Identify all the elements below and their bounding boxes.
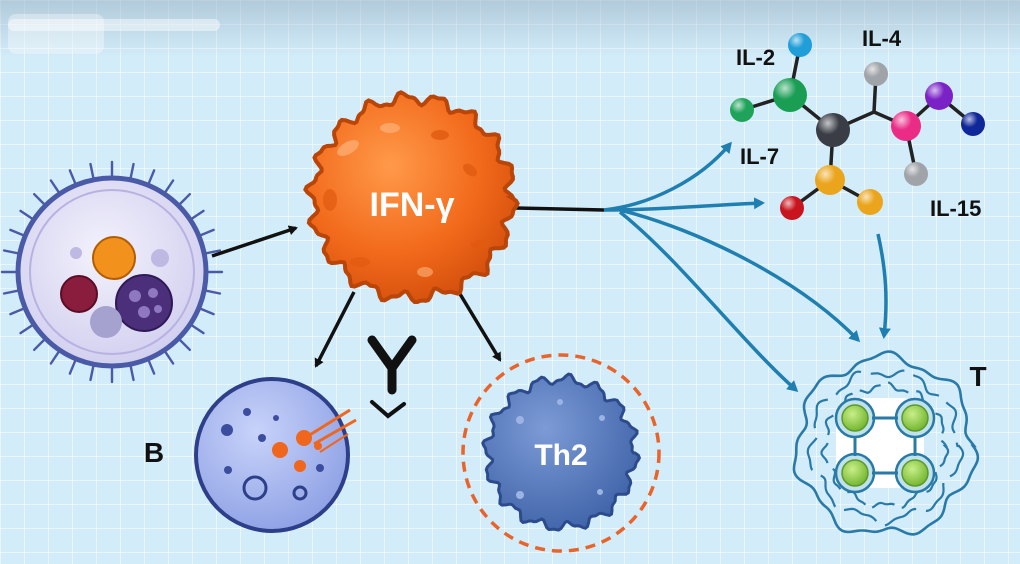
antibody-icon bbox=[367, 335, 417, 419]
t-cell-label: T bbox=[969, 361, 986, 392]
apc-spike bbox=[129, 363, 135, 382]
apc-spike bbox=[188, 209, 205, 222]
apc-spike bbox=[197, 228, 215, 238]
b-cell-label: B bbox=[144, 437, 164, 468]
arrow-molecule-to-t-cell bbox=[876, 233, 891, 339]
apc-spike bbox=[68, 169, 78, 187]
apc-spike bbox=[146, 169, 156, 187]
black-arrows bbox=[211, 206, 605, 368]
cytokine-molecule-icon bbox=[730, 33, 985, 220]
t-cell-nuclei bbox=[834, 397, 936, 494]
arrow-ifn-to-b bbox=[314, 291, 356, 368]
apc-spike bbox=[89, 363, 95, 382]
apc-spike bbox=[188, 323, 205, 335]
b-cell bbox=[194, 377, 357, 533]
apc-spike bbox=[49, 179, 61, 196]
il2-label: IL-2 bbox=[736, 45, 775, 70]
apc-spike bbox=[49, 349, 61, 365]
apc-spike bbox=[129, 162, 135, 182]
ifn-gamma-cell: IFN-γ bbox=[303, 90, 520, 304]
apc-spike bbox=[9, 306, 27, 316]
apc-spike bbox=[177, 337, 192, 351]
th2-label: Th2 bbox=[534, 439, 587, 472]
apc-spike bbox=[177, 192, 192, 207]
apc-spike bbox=[19, 209, 35, 222]
th2-cell: Th2 bbox=[461, 353, 661, 553]
top-blur-band bbox=[0, 0, 1020, 58]
arrow-to-il7 bbox=[603, 141, 732, 212]
il4-label: IL-4 bbox=[862, 26, 902, 51]
apc-spike bbox=[9, 228, 27, 238]
apc-spike bbox=[202, 249, 222, 255]
apc-spike bbox=[146, 357, 156, 375]
blurred-ui-chip bbox=[8, 14, 104, 54]
apc-spike bbox=[68, 357, 78, 375]
blurred-ui-strip bbox=[8, 19, 220, 31]
il7-label: IL-7 bbox=[740, 144, 779, 169]
antigen-presenting-cell-icon bbox=[0, 160, 224, 384]
arrow-to-t-cell-lower bbox=[618, 210, 799, 392]
arrow-apc-to-ifn bbox=[211, 225, 298, 258]
apc-spike bbox=[2, 249, 21, 255]
blue-arrows bbox=[603, 141, 891, 392]
ifn-gamma-label: IFN-γ bbox=[370, 186, 455, 224]
apc-spike bbox=[162, 349, 175, 365]
line-ifn-to-branch bbox=[515, 206, 605, 212]
apc-spike bbox=[19, 323, 35, 335]
apc-spike bbox=[33, 337, 47, 351]
arrow-to-t-cell-upper bbox=[619, 208, 861, 343]
apc-spike bbox=[202, 289, 222, 295]
apc-spike bbox=[89, 162, 95, 182]
apc-spike bbox=[2, 289, 21, 295]
apc-spike bbox=[33, 192, 47, 207]
apc-spike bbox=[197, 306, 215, 316]
t-cell bbox=[792, 350, 980, 536]
il15-label: IL-15 bbox=[930, 196, 981, 221]
apc-spike bbox=[162, 179, 175, 196]
arrow-ifn-to-th2 bbox=[458, 293, 502, 362]
